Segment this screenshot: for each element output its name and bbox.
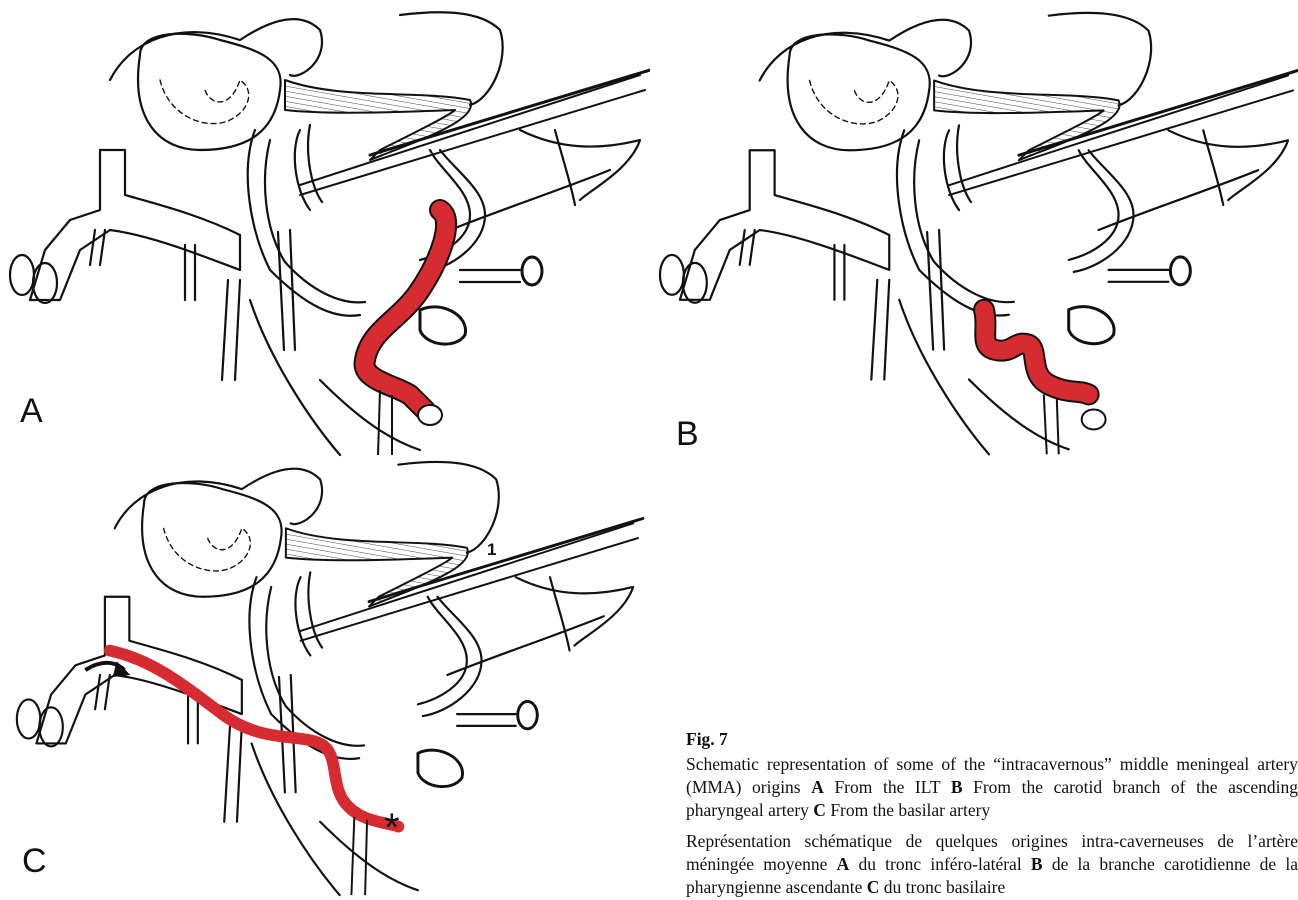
label-marker-1: 1: [487, 540, 496, 560]
caption-english-c-text: From the basilar artery: [830, 800, 990, 820]
caption-french-b-key: B: [1031, 854, 1043, 874]
panel-label-a: A: [20, 392, 43, 431]
caption-french-c-key: C: [867, 877, 880, 897]
arrow-icon: [85, 661, 130, 677]
figure-panel-c: 1 * C: [0, 450, 650, 900]
caption-english: Schematic representation of some of the …: [686, 753, 1298, 822]
figure-caption: Fig. 7 Schematic representation of some …: [686, 728, 1298, 900]
caption-french: Représentation schématique de quelques o…: [686, 830, 1298, 899]
caption-french-a-text: du tronc inféro-latéral: [858, 854, 1021, 874]
caption-english-a-text: From the ILT: [834, 777, 940, 797]
panel-c-drawing: [0, 450, 650, 900]
caption-english-b-key: B: [951, 777, 963, 797]
highlighted-artery-c: [110, 651, 399, 827]
panel-a-drawing: [0, 0, 650, 460]
panel-label-b: B: [676, 415, 699, 454]
highlighted-artery-a: [365, 210, 447, 425]
caption-french-c-text: du tronc basilaire: [884, 877, 1005, 897]
figure-label: Fig. 7: [686, 728, 1298, 751]
figure-panel-a: A: [0, 0, 650, 460]
caption-english-c-key: C: [813, 800, 826, 820]
caption-english-a-key: A: [811, 777, 824, 797]
asterisk-marker: *: [384, 808, 400, 848]
panel-label-c: C: [22, 842, 47, 881]
caption-french-a-key: A: [837, 854, 850, 874]
figure-panel-b: B: [650, 0, 1298, 460]
panel-b-drawing: [650, 0, 1298, 460]
